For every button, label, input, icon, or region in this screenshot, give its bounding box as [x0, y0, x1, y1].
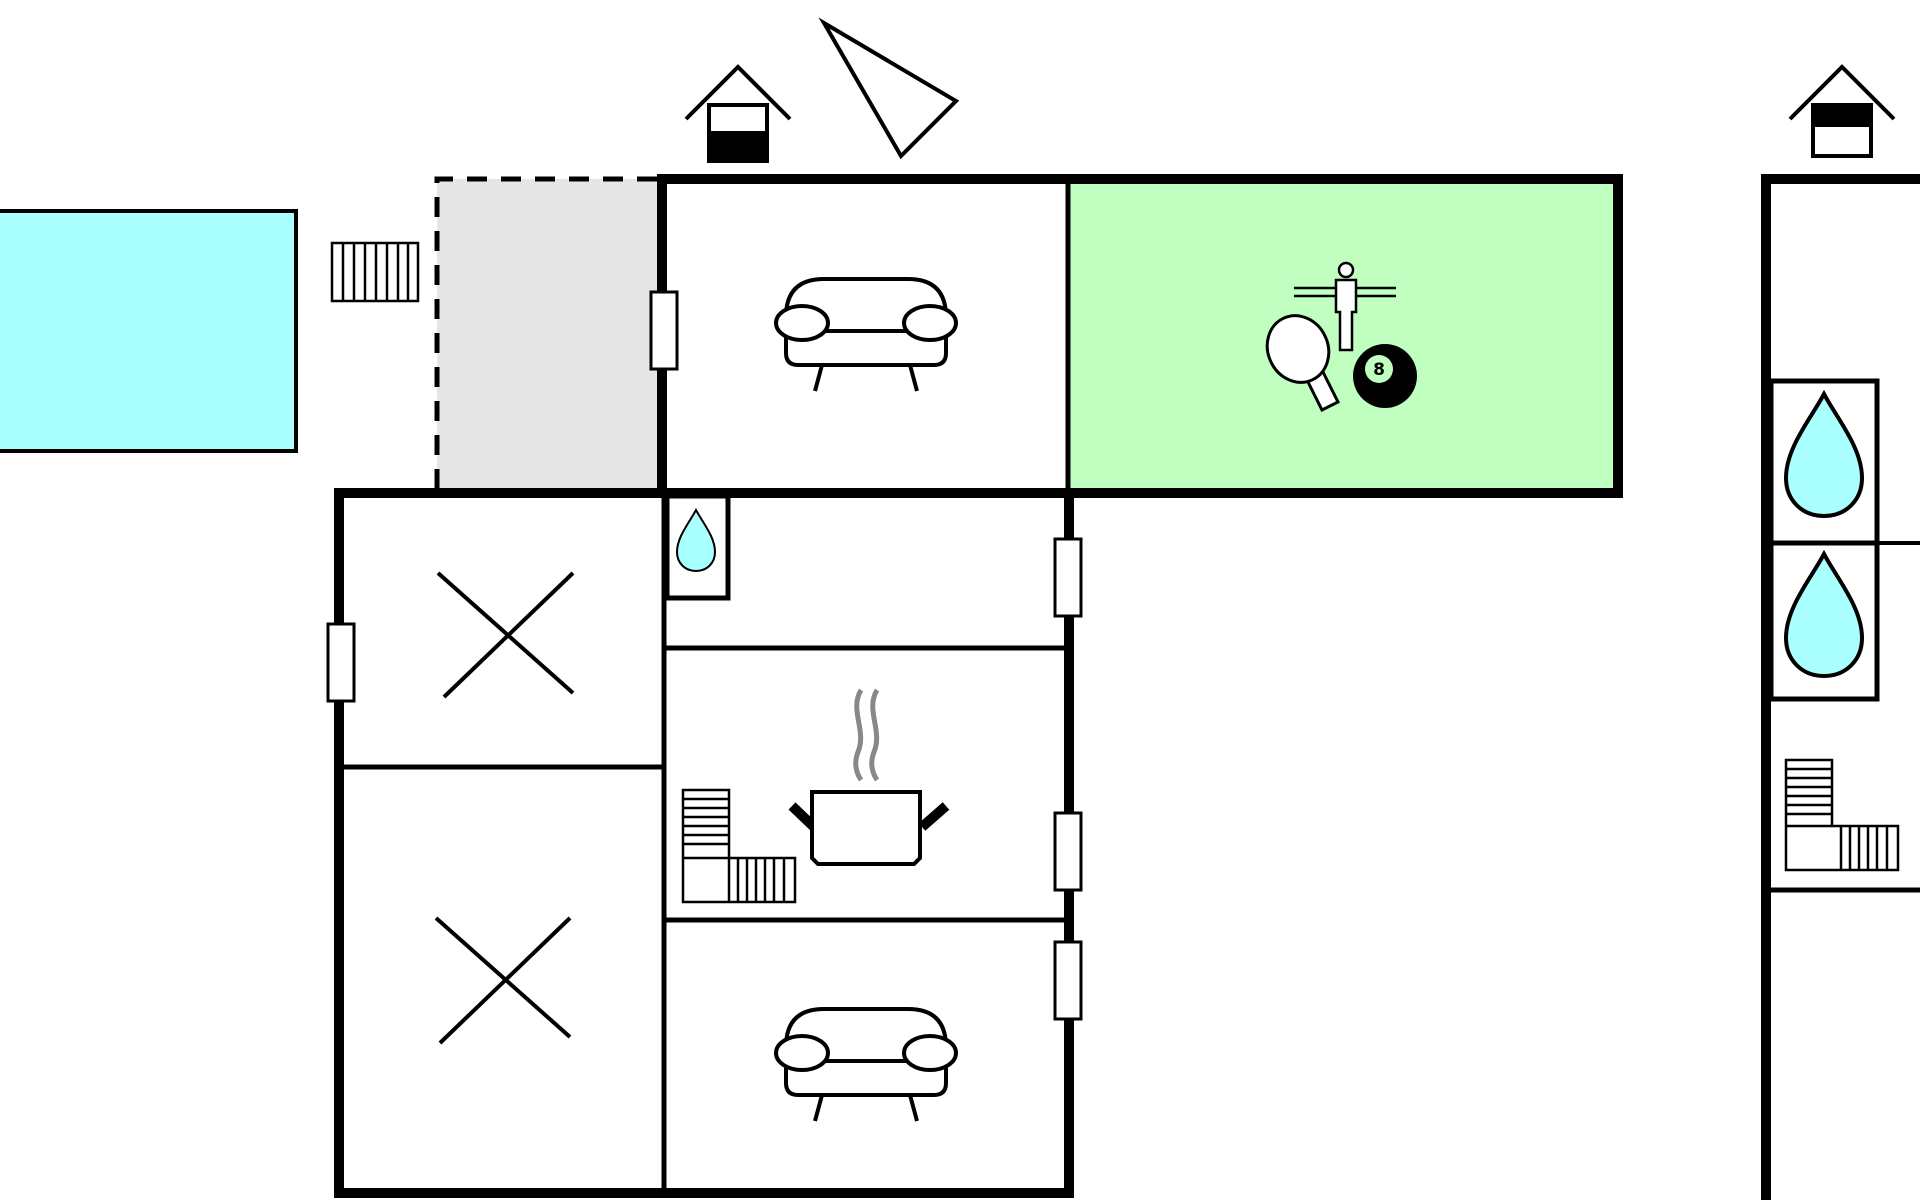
- door-icon: [326, 622, 356, 703]
- door-icon: [1053, 537, 1083, 618]
- pool: [0, 209, 298, 453]
- staircase-icon: [681, 788, 797, 904]
- water-drop-icon: [1784, 392, 1864, 518]
- house-entrance-icon: [684, 65, 792, 163]
- annex-walls: [1761, 174, 1920, 1200]
- terrace: [437, 179, 662, 489]
- cooking-pot-icon: [788, 688, 950, 866]
- staircase-icon: [1784, 758, 1900, 872]
- stairs-icon: [330, 241, 420, 303]
- door-icon: [1053, 811, 1083, 892]
- sofa-icon: [774, 277, 958, 393]
- sofa-icon: [774, 1007, 958, 1123]
- north-arrow-icon: [818, 17, 960, 160]
- water-drop-icon: [1784, 552, 1864, 678]
- table-football-icon: [1294, 261, 1396, 352]
- billiard-ball-icon: 8: [1353, 344, 1417, 408]
- house-entrance-icon: [1788, 64, 1896, 158]
- bed-icon: [434, 916, 572, 1045]
- svg-text:8: 8: [1373, 360, 1385, 380]
- door-icon: [649, 290, 679, 371]
- table-tennis-icon: [1265, 314, 1341, 413]
- water-drop-icon: [676, 509, 716, 572]
- bed-icon: [436, 571, 575, 699]
- door-icon: [1053, 940, 1083, 1021]
